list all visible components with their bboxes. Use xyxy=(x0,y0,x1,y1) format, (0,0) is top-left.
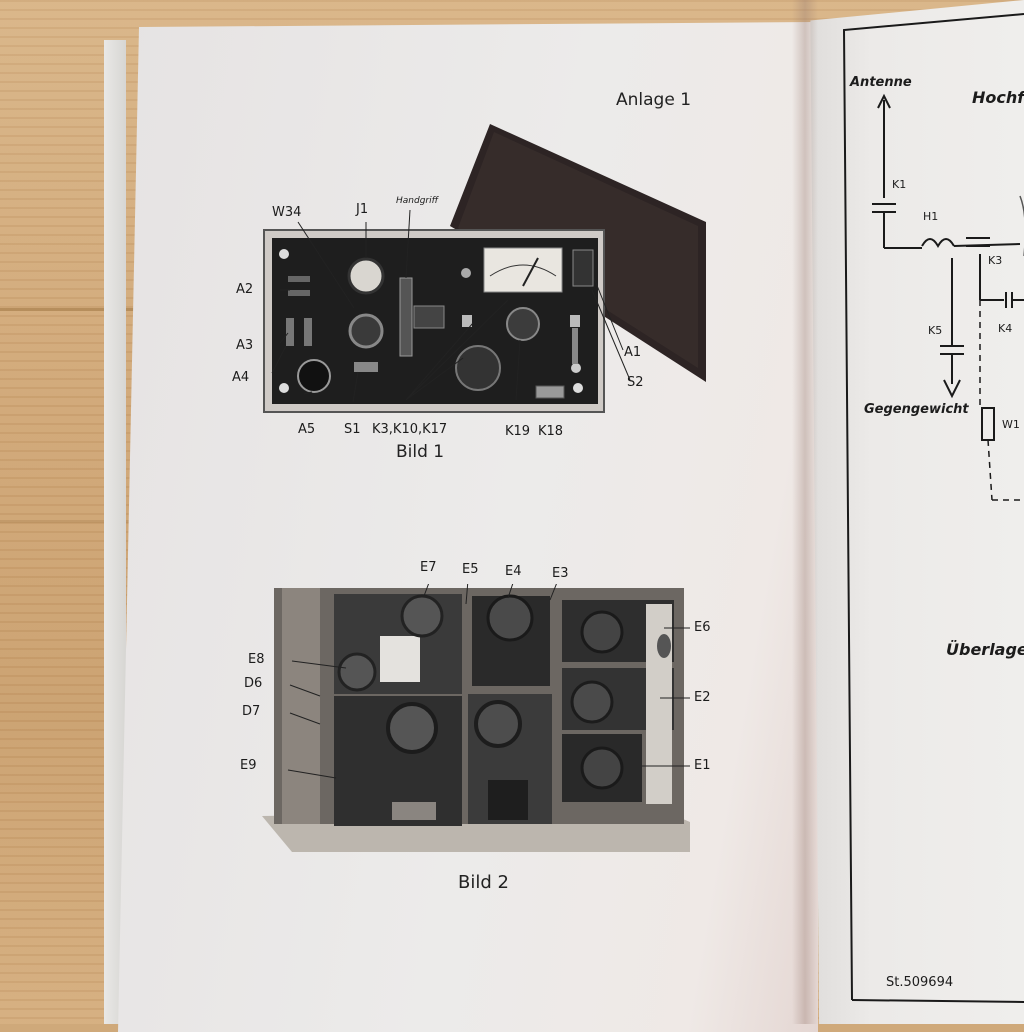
figure1-caption: Bild 1 xyxy=(396,442,445,462)
book-gutter xyxy=(792,0,818,1024)
label-A4: A4 xyxy=(232,370,250,385)
label-H1: H1 xyxy=(923,210,939,223)
label-W34: W34 xyxy=(272,205,302,220)
label-E6: E6 xyxy=(694,620,711,635)
label-W1: W1 xyxy=(1002,418,1020,431)
label-D6: D6 xyxy=(244,676,263,691)
label-A2: A2 xyxy=(236,282,254,297)
label-K3: K3 xyxy=(988,254,1003,267)
label-K5: K5 xyxy=(928,324,943,337)
label-K1: K1 xyxy=(892,178,907,191)
label-E8: E8 xyxy=(248,652,265,667)
label-hochf: Hochf xyxy=(972,88,1024,107)
label-gegengewicht: Gegengewicht xyxy=(864,402,969,417)
label-S1: S1 xyxy=(344,422,361,437)
label-E9: E9 xyxy=(240,758,257,773)
label-E4: E4 xyxy=(505,564,522,579)
label-E5: E5 xyxy=(462,562,479,577)
label-A3: A3 xyxy=(236,338,254,353)
radio-chassis-interior-photo xyxy=(262,584,690,852)
label-E2: E2 xyxy=(694,690,711,705)
circuit-schematic xyxy=(842,13,1024,1003)
figure2-caption: Bild 2 xyxy=(458,872,509,893)
label-A1: A1 xyxy=(624,345,642,360)
annex-label: Anlage 1 xyxy=(616,90,692,110)
handle-label: Handgriff xyxy=(396,196,439,206)
drawing-number: St.509694 xyxy=(886,975,954,990)
label-K19: K19 xyxy=(505,424,531,439)
label-S2: S2 xyxy=(627,375,644,390)
radio-front-panel-photo xyxy=(263,124,706,413)
label-E7: E7 xyxy=(420,560,437,575)
page-stack-edge xyxy=(104,40,126,1024)
label-antenne: Antenne xyxy=(850,75,912,90)
label-K4: K4 xyxy=(998,322,1013,335)
label-ueberlage: Überlage xyxy=(946,640,1024,659)
label-D7: D7 xyxy=(242,704,261,719)
label-K3-K10-K17: K3,K10,K17 xyxy=(372,422,448,437)
wood-seam xyxy=(0,520,140,523)
label-K18: K18 xyxy=(538,424,564,439)
label-A5: A5 xyxy=(298,422,316,437)
label-E3: E3 xyxy=(552,566,569,581)
label-J1: J1 xyxy=(356,202,369,217)
wood-seam xyxy=(0,308,140,311)
label-E1: E1 xyxy=(694,758,711,773)
